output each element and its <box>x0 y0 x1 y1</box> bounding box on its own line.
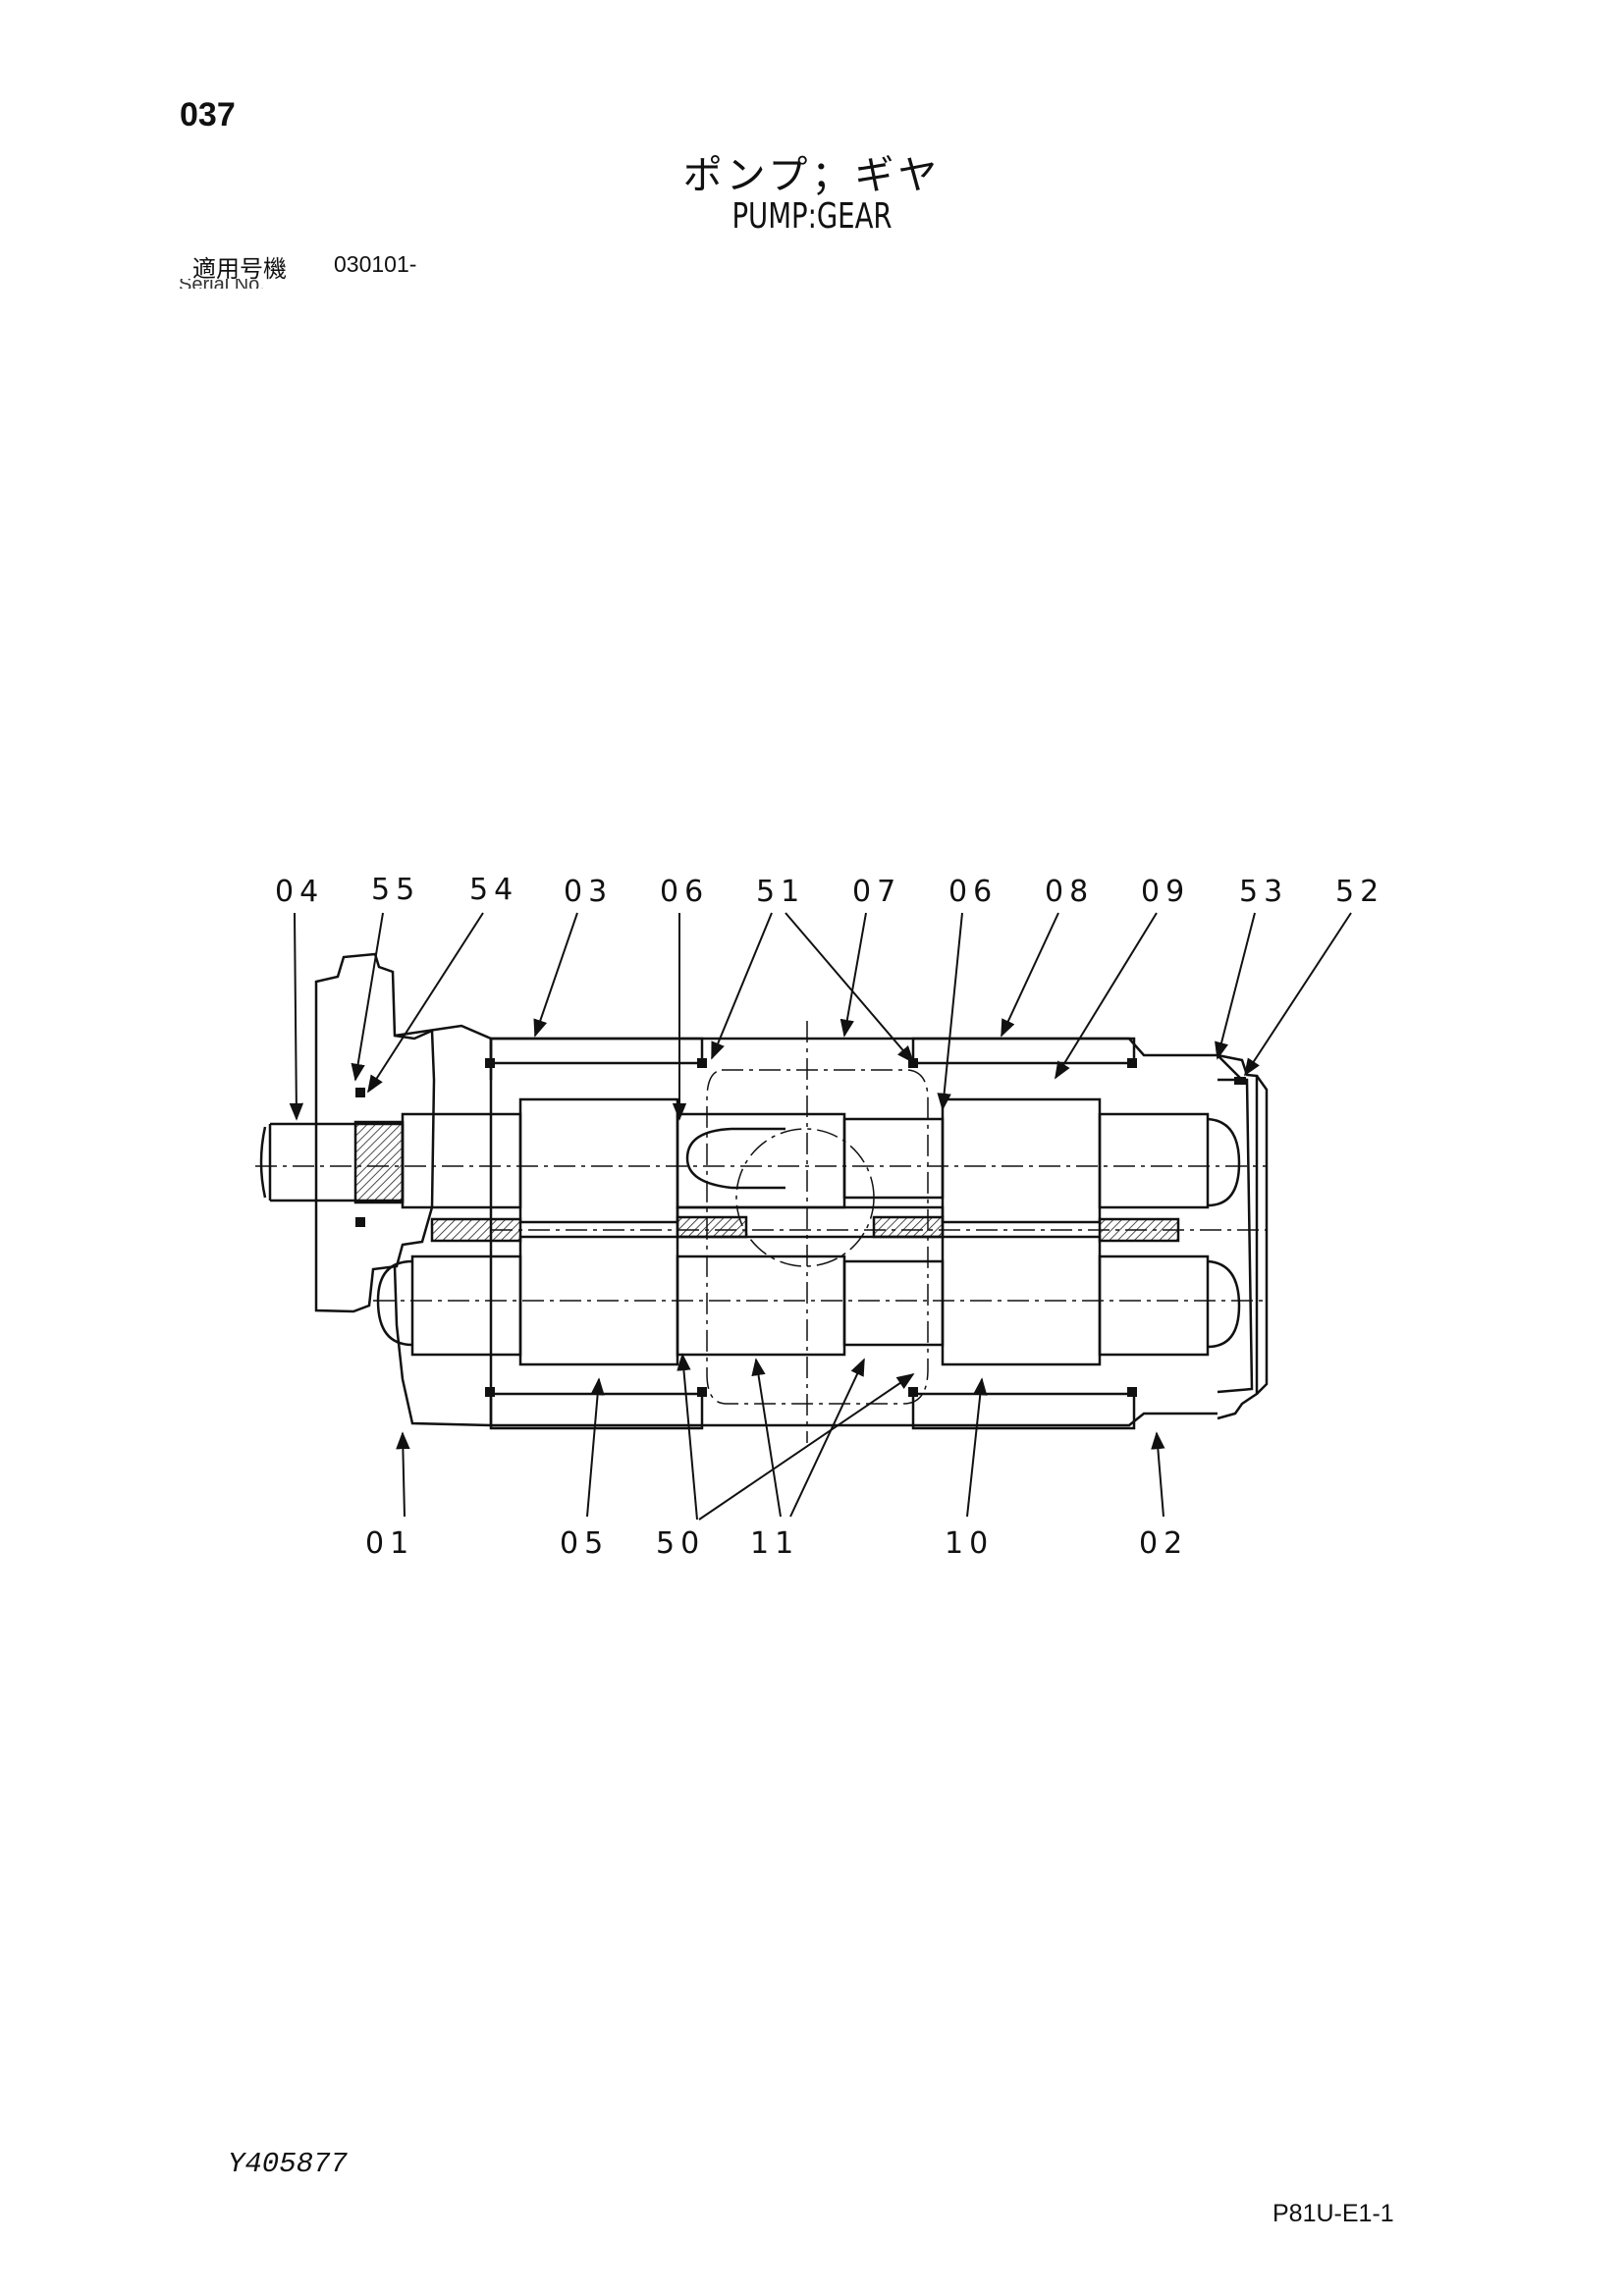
callout-06: 06 <box>660 875 709 909</box>
serial-label: 適用号機 <box>192 255 287 283</box>
pump-outline <box>314 952 1269 1430</box>
callout-08: 08 <box>1045 875 1094 909</box>
serial-sub-label: Serial No. <box>179 279 306 289</box>
title-japanese: ポンプ；ギヤ <box>682 153 942 198</box>
callout-09: 09 <box>1141 875 1190 909</box>
sheet-code: P81U-E1-1 <box>1272 2200 1394 2227</box>
callout-52: 52 <box>1335 875 1384 909</box>
page-number: 037 <box>180 96 236 133</box>
callout-01: 01 <box>365 1526 414 1561</box>
callout-03: 03 <box>564 875 613 909</box>
callout-05: 05 <box>560 1526 609 1561</box>
callout-51: 51 <box>756 875 805 909</box>
callout-50: 50 <box>656 1526 705 1561</box>
callout-labels-top: 04 55 54 03 06 51 07 06 08 09 53 52 <box>275 873 1384 909</box>
title-english: PUMP:GEAR <box>731 196 893 237</box>
callout-labels-bottom: 01 05 50 11 10 02 <box>365 1526 1188 1561</box>
callout-02: 02 <box>1139 1526 1188 1561</box>
callout-07: 07 <box>852 875 901 909</box>
seal-markers <box>355 1058 1246 1397</box>
callout-10: 10 <box>945 1526 994 1561</box>
callout-11: 11 <box>750 1526 799 1561</box>
callout-55: 55 <box>371 873 420 907</box>
callout-53: 53 <box>1239 875 1288 909</box>
callout-54: 54 <box>469 873 518 907</box>
callout-06b: 06 <box>948 875 998 909</box>
callout-04: 04 <box>275 875 324 909</box>
gear-shafts <box>259 1097 1241 1366</box>
leader-lines <box>289 912 1352 1521</box>
document-code: Y405877 <box>228 2148 348 2180</box>
center-lines <box>255 1021 1267 1443</box>
serial-value: 030101- <box>334 251 417 277</box>
